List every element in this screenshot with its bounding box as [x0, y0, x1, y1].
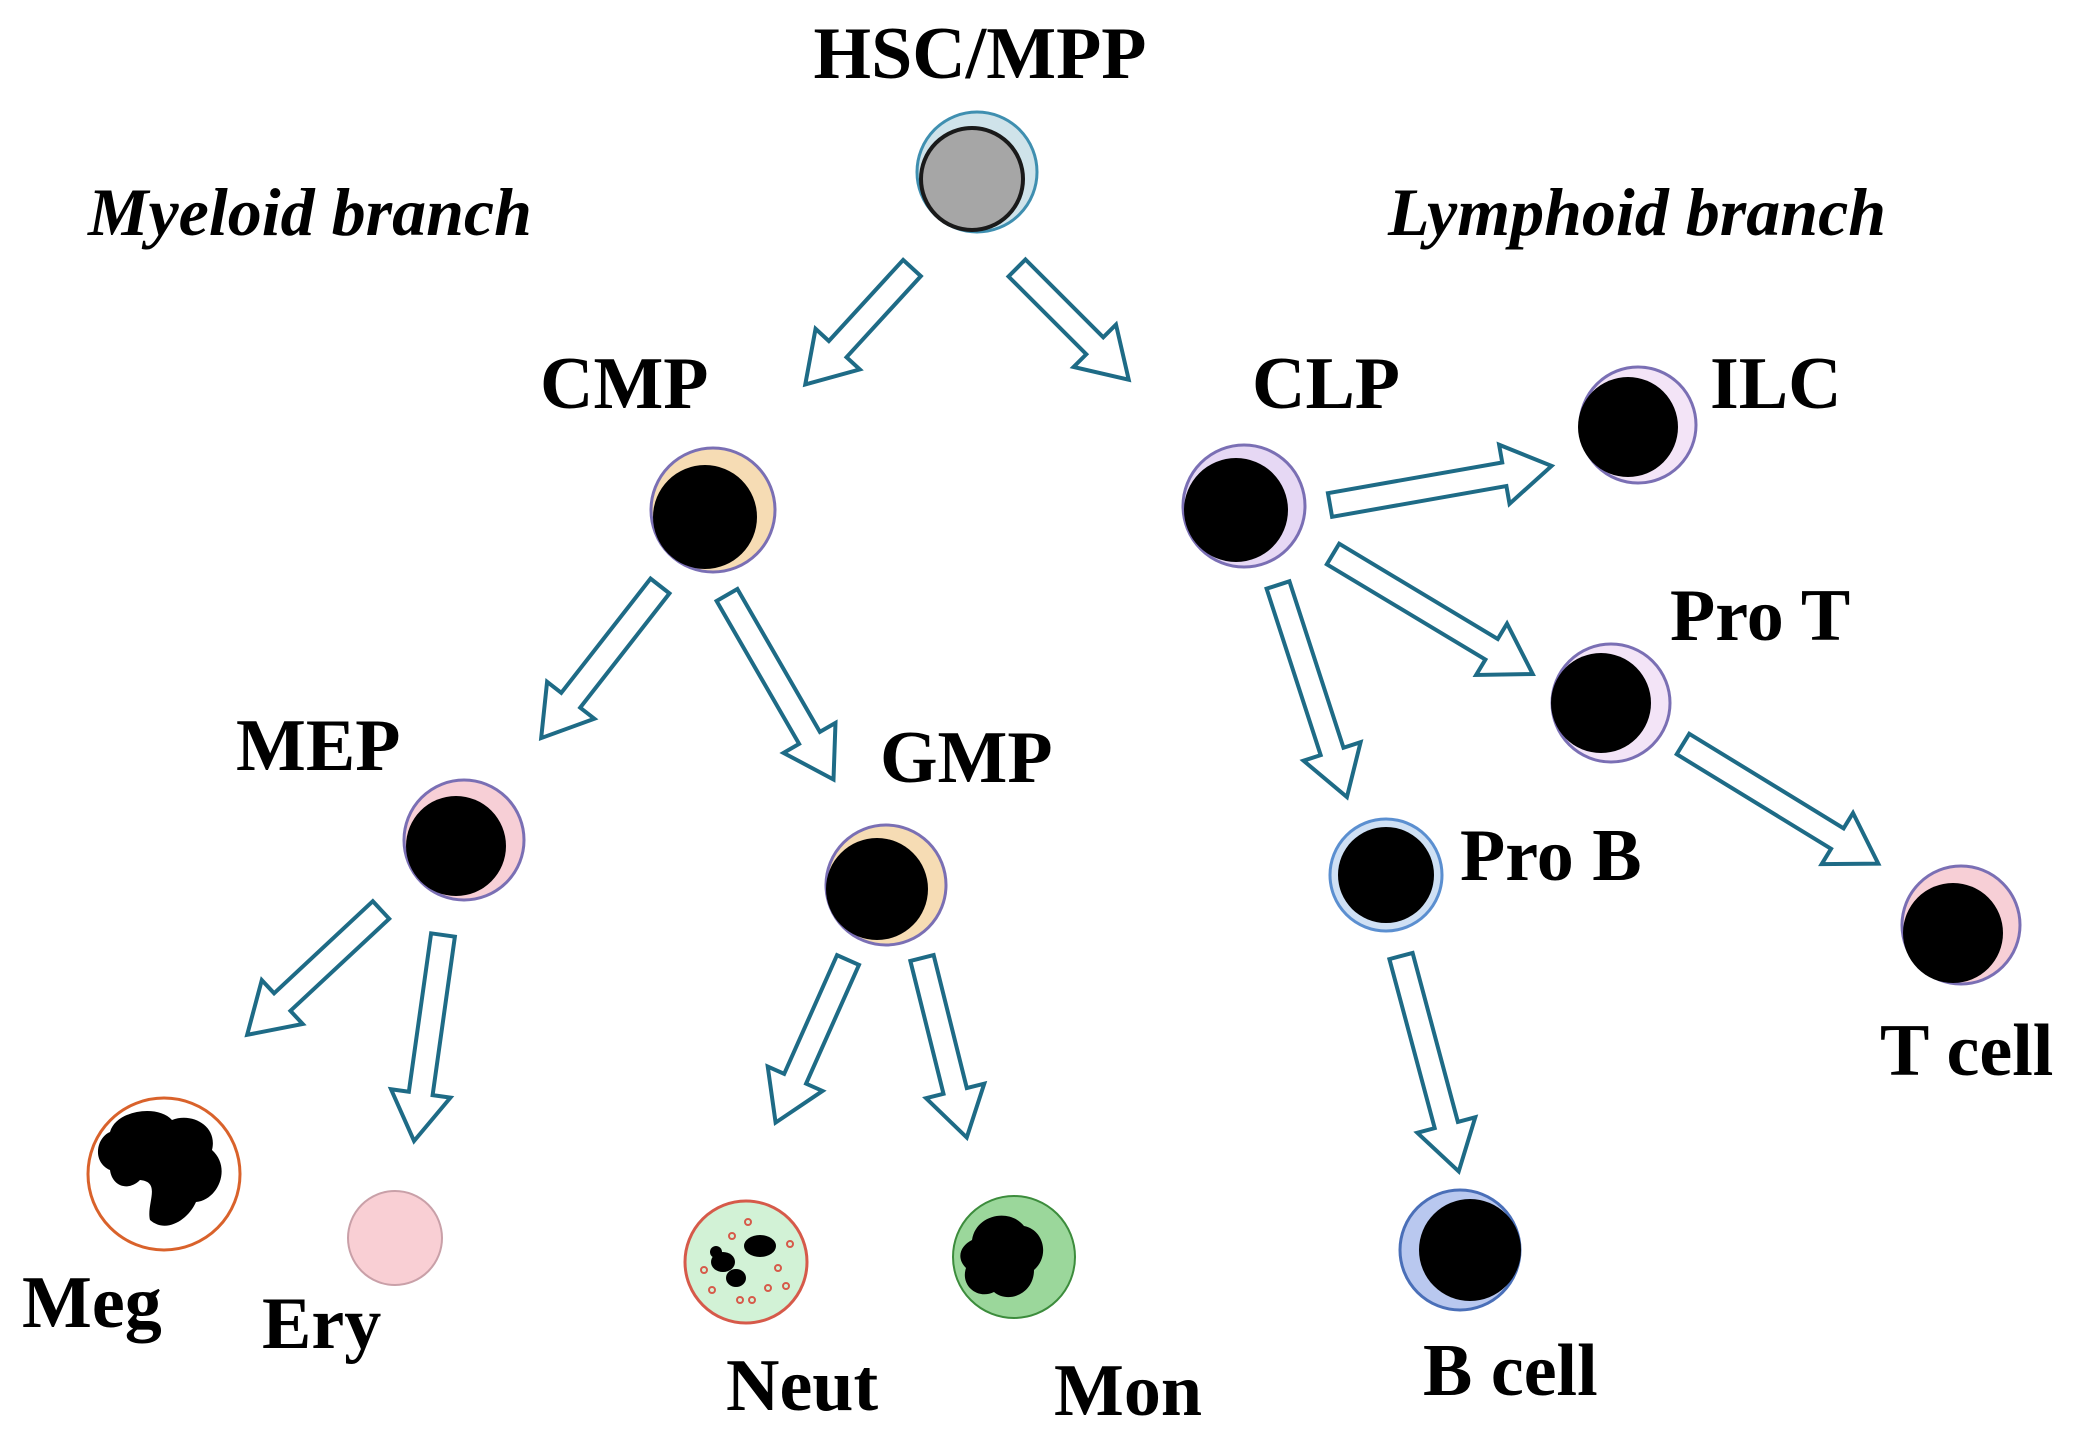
- myeloid-branch-label: Myeloid branch: [87, 174, 532, 250]
- cmp-label: CMP: [540, 343, 709, 425]
- gmp-cell-icon: [824, 823, 948, 947]
- arrow-clp-to-pro-t: [1324, 540, 1536, 678]
- t-cell-label: T cell: [1880, 1010, 2053, 1092]
- arrow-mep-to-meg: [244, 898, 393, 1038]
- gmp-label: GMP: [880, 717, 1053, 799]
- b-cell-cell-icon: [1398, 1188, 1522, 1312]
- neut-label: Neut: [726, 1345, 878, 1427]
- arrow-hsc-to-clp: [1005, 256, 1132, 383]
- arrows: [244, 256, 1882, 1176]
- cmp-cell-icon: [649, 446, 777, 574]
- clp-cell-icon: [1181, 443, 1307, 569]
- b-cell-label: B cell: [1423, 1330, 1598, 1412]
- ery-label: Ery: [262, 1283, 381, 1365]
- cells: [86, 110, 2022, 1325]
- t-cell-cell-icon: [1900, 864, 2022, 986]
- mep-label: MEP: [236, 705, 400, 787]
- pro-b-label: Pro B: [1460, 815, 1642, 897]
- arrow-mep-to-ery: [387, 931, 458, 1145]
- mep-cell-icon: [402, 778, 526, 902]
- arrow-pro-b-to-b-cell: [1386, 950, 1479, 1176]
- ilc-cell-icon: [1578, 365, 1698, 485]
- pro-b-cell-icon: [1328, 817, 1444, 933]
- ilc-label: ILC: [1710, 343, 1842, 425]
- arrow-gmp-to-neut: [765, 952, 862, 1127]
- meg-cell-icon: [86, 1096, 242, 1252]
- labels: HSC/MPP Myeloid branch Lymphoid branch C…: [22, 13, 2053, 1432]
- lymphoid-branch-label: Lymphoid branch: [1387, 174, 1886, 250]
- mon-cell-icon: [952, 1195, 1076, 1319]
- neut-cell-icon: [683, 1199, 809, 1325]
- ery-cell-icon: [347, 1190, 443, 1286]
- arrow-clp-to-pro-b: [1264, 578, 1364, 801]
- arrow-cmp-to-mep: [538, 575, 673, 742]
- root-label: HSC/MPP: [814, 13, 1147, 95]
- arrow-cmp-to-gmp: [713, 586, 838, 783]
- arrow-hsc-to-cmp: [802, 257, 924, 388]
- arrow-clp-to-ilc: [1325, 441, 1556, 520]
- mon-label: Mon: [1054, 1350, 1202, 1432]
- pro-t-cell-icon: [1550, 642, 1672, 764]
- pro-t-label: Pro T: [1670, 575, 1850, 657]
- meg-label: Meg: [22, 1262, 162, 1344]
- arrow-pro-t-to-t-cell: [1673, 731, 1882, 867]
- clp-label: CLP: [1252, 343, 1400, 425]
- hsc-mpp-cell-icon: [915, 110, 1039, 234]
- arrow-gmp-to-mon: [907, 952, 988, 1142]
